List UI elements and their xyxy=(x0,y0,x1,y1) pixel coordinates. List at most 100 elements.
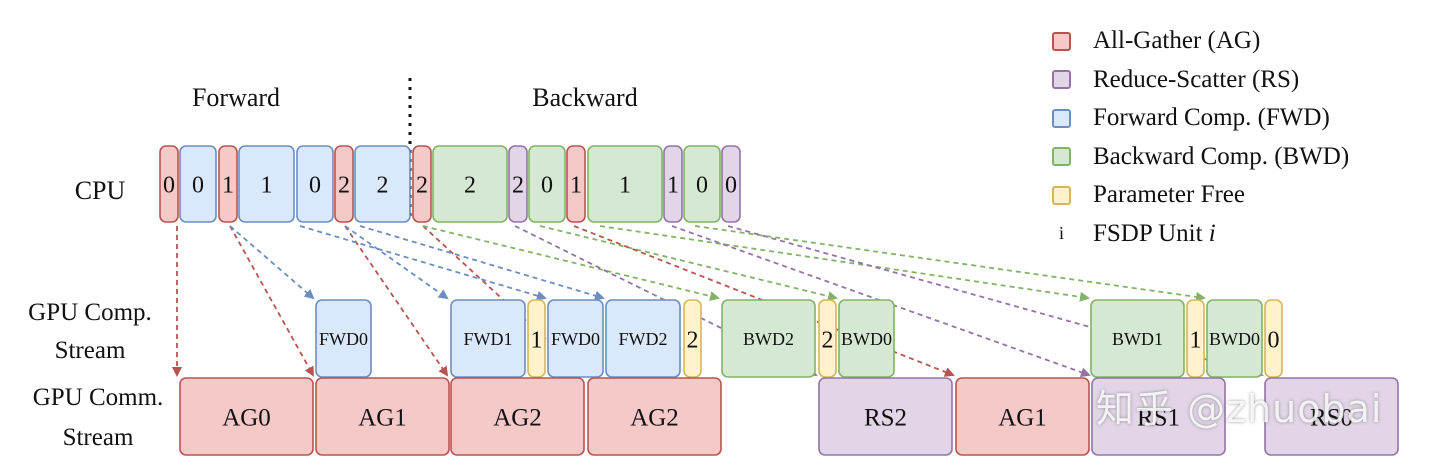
comm-block-label: AG2 xyxy=(493,405,542,432)
cpu-block-label: 2 xyxy=(377,173,389,199)
cpu-row-label: CPU xyxy=(75,176,126,205)
comm-block-rs xyxy=(1264,377,1399,456)
legend-item-bwd: Backward Comp. (BWD) xyxy=(1052,138,1349,177)
comp-block-bwd xyxy=(1090,299,1185,378)
cpu-block-bwd xyxy=(528,145,566,223)
comp-block-free xyxy=(1264,299,1283,378)
cpu-block-fwd xyxy=(354,145,411,223)
comm-block-ag xyxy=(315,377,450,456)
comp-block-bwd xyxy=(838,299,895,378)
comp-block-label: 1 xyxy=(531,328,543,354)
comm-block-ag xyxy=(587,377,722,456)
comp-block-label: BWD0 xyxy=(1209,329,1260,349)
legend-swatch-free xyxy=(1052,185,1071,205)
comp-block-fwd xyxy=(547,299,604,378)
comp-block-bwd xyxy=(1206,299,1263,378)
comp-block-label: 1 xyxy=(1190,328,1202,354)
legend-swatch-fwd xyxy=(1052,108,1071,128)
forward-label: Forward xyxy=(192,83,280,112)
comp-block-label: FWD0 xyxy=(319,329,368,349)
backward-label: Backward xyxy=(532,83,637,112)
cpu-block-label: 0 xyxy=(541,173,553,199)
legend-label: Reduce-Scatter (RS) xyxy=(1093,65,1300,93)
comm-block-label: RS1 xyxy=(1137,405,1180,432)
cpu-block-label: 1 xyxy=(667,173,679,199)
cpu-block-bwd xyxy=(683,145,721,223)
legend-label: Parameter Free xyxy=(1093,181,1246,209)
gpu-comp-row-label-line2: Stream xyxy=(55,337,126,364)
dependency-arrow-bwd xyxy=(694,225,1206,302)
cpu-block-label: 2 xyxy=(512,173,524,199)
cpu-block-fwd xyxy=(179,145,217,223)
legend-label: Backward Comp. (BWD) xyxy=(1093,142,1350,170)
legend-item-fwd: Forward Comp. (FWD) xyxy=(1052,99,1349,138)
cpu-block-label: 2 xyxy=(464,173,476,199)
legend-swatch-ag xyxy=(1052,31,1071,51)
cpu-block-label: 0 xyxy=(163,173,175,199)
comp-block-label: BWD2 xyxy=(743,329,794,349)
comp-block-free xyxy=(818,299,837,378)
dependency-arrow-rs xyxy=(671,225,1091,378)
legend-item-free: Parameter Free xyxy=(1052,176,1349,215)
legend-label: All-Gather (AG) xyxy=(1093,27,1261,55)
legend-unit-symbol: i xyxy=(1058,223,1064,244)
gpu-comm-row-label-line1: GPU Comm. xyxy=(33,384,164,411)
cpu-block-ag xyxy=(566,145,586,223)
cpu-block-ag xyxy=(159,145,179,223)
dependency-arrow-fwd xyxy=(229,225,315,300)
comp-block-label: FWD0 xyxy=(551,329,600,349)
comp-block-free xyxy=(1186,299,1205,378)
cpu-block-ag xyxy=(218,145,238,223)
comp-block-label: 0 xyxy=(1268,328,1280,354)
comp-block-free xyxy=(683,299,702,378)
legend: All-Gather (AG) Reduce-Scatter (RS) Forwar… xyxy=(1052,22,1349,253)
dependency-arrow-bwd xyxy=(539,225,838,301)
comp-block-fwd xyxy=(315,299,372,378)
comp-block-label: 2 xyxy=(687,328,699,354)
gpu-comm-row-label-line2: Stream xyxy=(63,424,134,451)
comm-block-rs xyxy=(818,377,953,456)
watermark: 知乎 @zhuobai xyxy=(1096,387,1383,431)
cpu-block-label: 0 xyxy=(725,173,737,199)
legend-item-ag: All-Gather (AG) xyxy=(1052,22,1349,61)
comm-block-ag xyxy=(955,377,1090,456)
cpu-block-label: 1 xyxy=(619,173,631,199)
cpu-block-rs xyxy=(721,145,741,223)
legend-swatch-bwd xyxy=(1052,147,1071,167)
comm-block-label: AG1 xyxy=(358,405,407,432)
comm-block-label: AG0 xyxy=(222,405,271,432)
cpu-block-label: 0 xyxy=(192,173,204,199)
comp-block-label: 2 xyxy=(822,328,834,354)
comp-block-fwd xyxy=(605,299,681,378)
legend-label: FSDP Unit xyxy=(1093,219,1203,247)
comm-block-label: RS2 xyxy=(864,405,907,432)
comp-block-label: BWD1 xyxy=(1112,329,1163,349)
comm-block-label: RS0 xyxy=(1310,405,1353,432)
cpu-block-bwd xyxy=(587,145,663,223)
cpu-block-fwd xyxy=(238,145,295,223)
dependency-arrow-fwd xyxy=(299,225,547,301)
comm-block-rs xyxy=(1091,377,1226,456)
comm-block-ag xyxy=(450,377,585,456)
legend-label: Forward Comp. (FWD) xyxy=(1093,104,1330,132)
cpu-block-label: 1 xyxy=(570,173,582,199)
gpu-comp-row-label-line1: GPU Comp. xyxy=(28,299,152,326)
dependency-arrow-ag xyxy=(344,225,449,377)
comm-block-ag xyxy=(179,377,314,456)
cpu-block-ag xyxy=(334,145,354,223)
cpu-block-label: 2 xyxy=(416,173,428,199)
dependency-arrow-ag xyxy=(229,225,314,377)
comm-block-label: AG1 xyxy=(998,405,1047,432)
cpu-block-label: 0 xyxy=(696,173,708,199)
comp-block-bwd xyxy=(721,299,816,378)
cpu-block-label: 1 xyxy=(261,173,273,199)
comp-block-fwd xyxy=(450,299,526,378)
dependency-arrow-bwd xyxy=(422,225,720,301)
cpu-block-bwd xyxy=(432,145,508,223)
cpu-block-ag xyxy=(412,145,432,223)
legend-swatch-rs xyxy=(1052,70,1071,90)
